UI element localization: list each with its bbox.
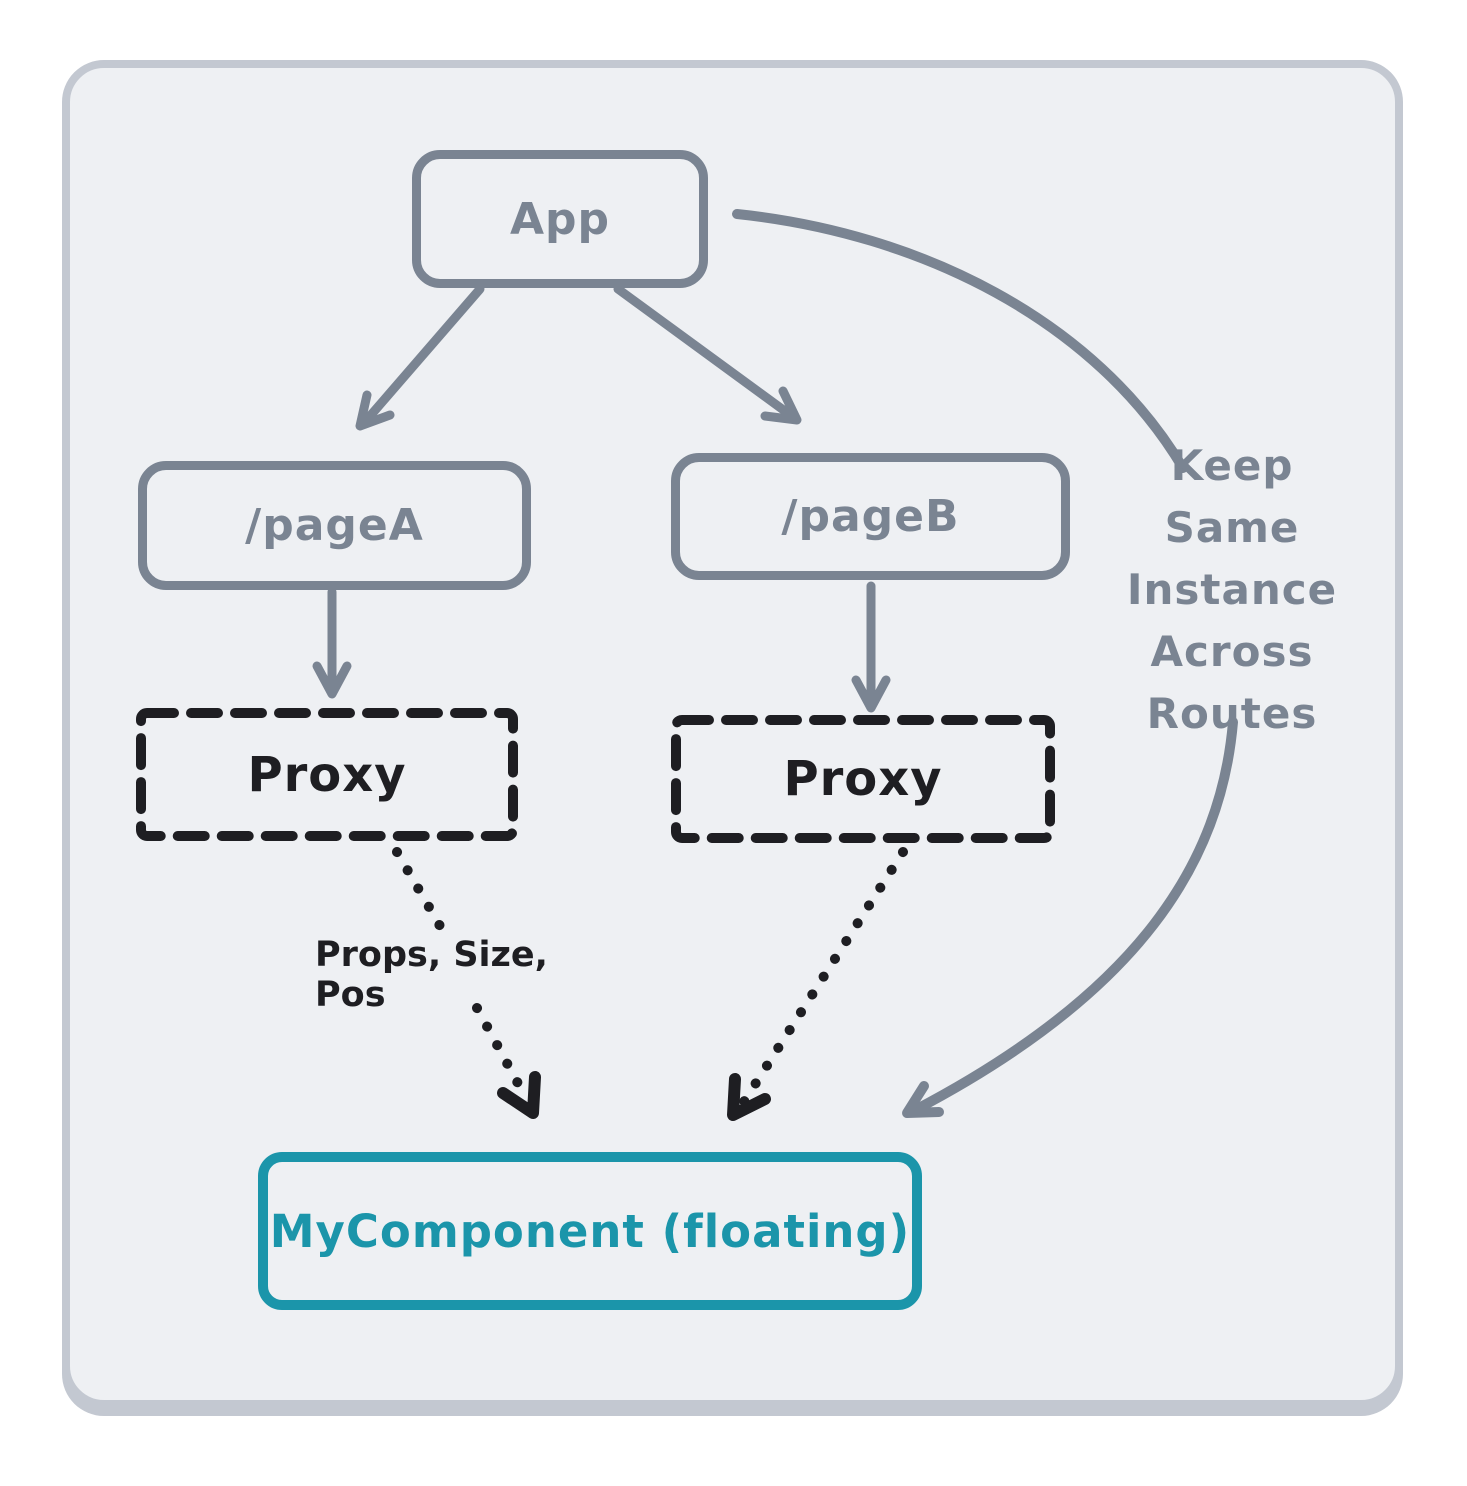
node-mycomponent: MyComponent (floating) — [258, 1152, 922, 1310]
node-pageb: /pageB — [671, 453, 1070, 580]
node-proxya-label: Proxy — [247, 746, 407, 803]
keep-same-instance-label: Keep Same Instance Across Routes — [1126, 441, 1338, 738]
node-mycomponent-label: MyComponent (floating) — [269, 1204, 911, 1258]
node-app: App — [412, 150, 708, 288]
node-proxyb: Proxy — [676, 720, 1050, 838]
node-proxyb-label: Proxy — [783, 751, 943, 807]
node-pagea-label: /pageA — [245, 500, 424, 551]
node-pageb-label: /pageB — [781, 491, 960, 542]
node-app-label: App — [509, 193, 611, 245]
node-proxya: Proxy — [141, 713, 513, 836]
node-pagea: /pageA — [138, 461, 531, 590]
props-size-pos-label: Props, Size, Pos — [315, 935, 548, 1015]
